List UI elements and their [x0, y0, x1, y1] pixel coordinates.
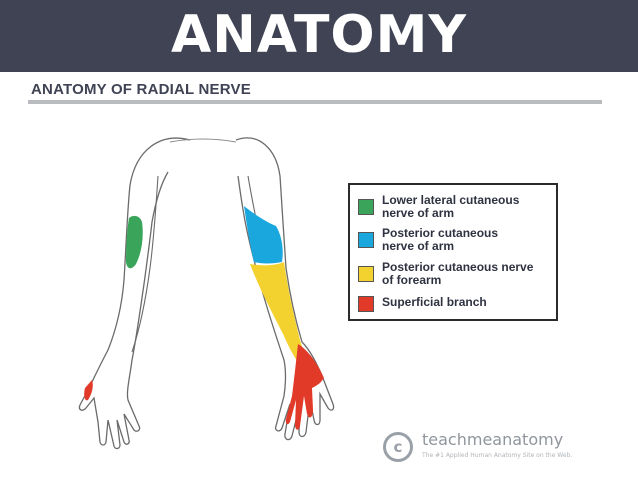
legend-label-line2: nerve of arm [382, 239, 455, 253]
torso-outline [169, 138, 237, 143]
subtitle-divider [28, 100, 602, 104]
legend-box: Lower lateral cutaneous nerve of arm Pos… [348, 183, 558, 321]
legend-swatch [358, 266, 374, 282]
region-posterior-cutaneous-arm [244, 206, 283, 264]
copyright-logo-icon: c [383, 432, 413, 462]
watermark-tagline: The #1 Applied Human Anatomy Site on the… [422, 452, 573, 459]
region-posterior-cutaneous-forearm [250, 262, 306, 372]
legend-label-line1: Lower lateral cutaneous [382, 193, 520, 207]
region-superficial-left-hand [84, 380, 93, 401]
legend-label-line2: nerve of arm [382, 206, 455, 220]
legend-swatch [358, 232, 374, 248]
legend-label-line1: Posterior cutaneous [382, 226, 499, 240]
legend-label-line1: Posterior cutaneous nerve [382, 260, 534, 274]
region-superficial-branch [285, 344, 324, 430]
page-title: ANATOMY [170, 5, 468, 65]
legend-swatch [358, 296, 374, 312]
legend-label-line1: Superficial branch [382, 295, 487, 309]
right-arm-outline [235, 137, 335, 441]
left-arm-outline [78, 137, 191, 450]
watermark-name: teachmeanatomy [422, 430, 564, 449]
region-lower-lateral-cutaneous [126, 215, 143, 269]
legend-label-line2: of forearm [382, 273, 442, 287]
legend-swatch [358, 199, 374, 215]
slide-subtitle: ANATOMY OF RADIAL NERVE [31, 81, 251, 98]
left-arm-inner-edge [131, 175, 159, 353]
header-banner: ANATOMY [0, 0, 638, 72]
